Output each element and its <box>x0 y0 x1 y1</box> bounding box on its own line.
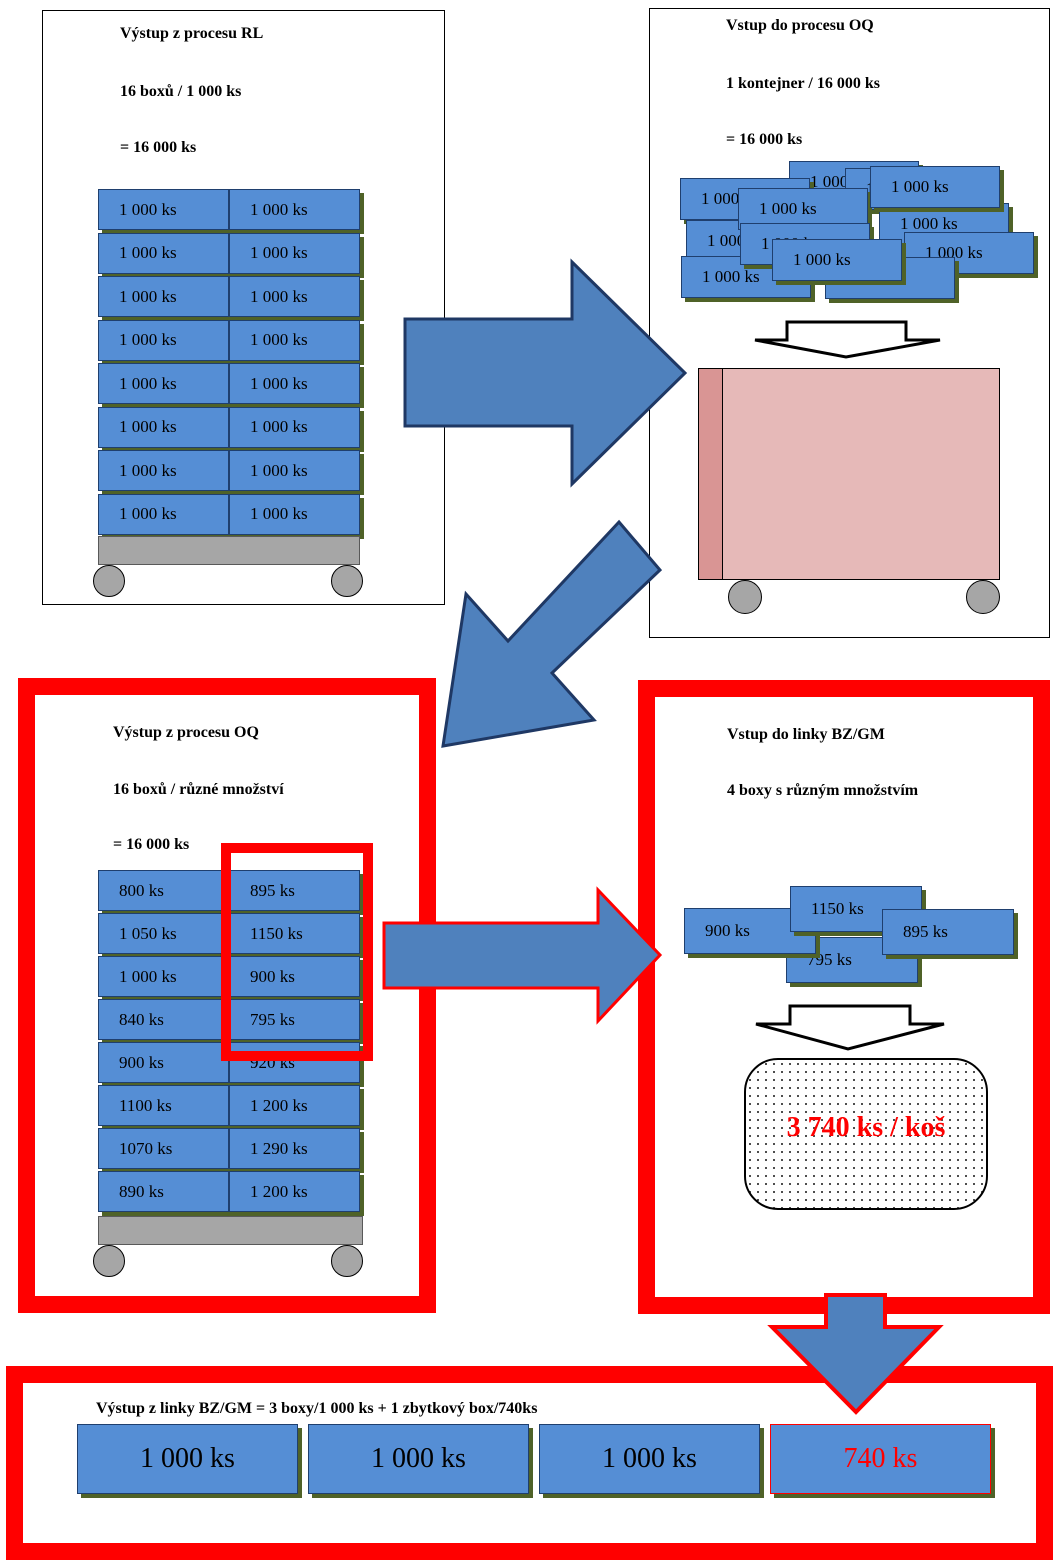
oq-output-box: 1 290 ks <box>229 1128 360 1169</box>
rl-box: 1 000 ks <box>229 189 360 230</box>
panel-line-input-title: Vstup do linky BZ/GM <box>727 726 885 743</box>
oq-out-cart-platform <box>98 1216 363 1245</box>
oq-output-box: 1100 ks <box>98 1085 229 1126</box>
panel-line-input-count: 4 boxy s různým množstvím <box>727 782 919 799</box>
rl-box: 1 000 ks <box>98 232 229 274</box>
rl-box: 1 000 ks <box>98 493 229 535</box>
line-output-box: 1 000 ks <box>308 1424 529 1494</box>
oq-output-box: 1 200 ks <box>229 1171 360 1212</box>
panel-rl-title: Výstup z procesu RL <box>120 25 264 42</box>
line-input-box: 895 ks <box>882 909 1014 955</box>
rl-box: 1 000 ks <box>98 363 229 404</box>
oq-output-box: 1 200 ks <box>229 1085 360 1126</box>
rl-cart-platform <box>98 536 360 565</box>
basket-funnel-arrow-icon <box>755 1004 945 1051</box>
oq-container-wheel-left <box>728 580 762 614</box>
panel-rl-total: = 16 000 ks <box>120 139 197 156</box>
oq-output-box: 840 ks <box>98 999 229 1040</box>
rl-box: 1 000 ks <box>229 450 360 491</box>
panel-oq-input-count: 1 kontejner / 16 000 ks <box>726 75 880 92</box>
line-input-box: 900 ks <box>684 908 816 954</box>
rl-box: 1 000 ks <box>229 363 360 404</box>
oq-output-box: 1070 ks <box>98 1128 229 1169</box>
oq-output-box: 890 ks <box>98 1171 229 1212</box>
panel-oq-input-title: Vstup do procesu OQ <box>726 17 874 34</box>
rl-box: 1 000 ks <box>98 189 229 230</box>
arrow-down-bottom-icon <box>767 1293 944 1415</box>
rl-box: 1 000 ks <box>229 319 360 361</box>
oq-output-box: 795 ks <box>229 999 360 1040</box>
basket: 3 740 ks / koš <box>744 1058 988 1210</box>
panel-rl-count: 16 boxů / 1 000 ks <box>120 83 242 100</box>
arrow-down-left-icon <box>441 519 663 748</box>
oq-output-box: 1 000 ks <box>98 956 229 997</box>
panel-oq-output-total: = 16 000 ks <box>113 836 190 853</box>
oq-container-side <box>699 369 723 579</box>
rl-box: 1 000 ks <box>98 406 229 448</box>
selected-boxes-highlight <box>221 843 373 1061</box>
rl-box: 1 000 ks <box>229 232 360 274</box>
rl-box: 1 000 ks <box>229 493 360 535</box>
rl-box: 1 000 ks <box>229 406 360 448</box>
panel-oq-input-total: = 16 000 ks <box>726 131 803 148</box>
arrow-right-top-icon <box>403 258 688 488</box>
line-output-remainder-box: 740 ks <box>770 1424 991 1494</box>
basket-label: 3 740 ks / koš <box>786 1112 946 1143</box>
rl-box: 1 000 ks <box>98 276 229 317</box>
oq-out-cart-wheel-right <box>331 1245 363 1277</box>
oq-output-box: 1150 ks <box>229 913 360 954</box>
arrow-right-middle-icon <box>382 886 663 1025</box>
oq-container-wheel-right <box>966 580 1000 614</box>
line-output-box: 1 000 ks <box>77 1424 298 1494</box>
rl-box: 1 000 ks <box>229 276 360 317</box>
oq-output-box: 895 ks <box>229 870 360 911</box>
panel-oq-output-title: Výstup z procesu OQ <box>113 724 259 741</box>
panel-oq-output-count: 16 boxů / různé množství <box>113 781 284 798</box>
rl-cart-wheel-left <box>93 565 125 597</box>
oq-out-cart-wheel-left <box>93 1245 125 1277</box>
oq-pile-box: 1 000 ks <box>772 239 902 281</box>
container-funnel-arrow-icon <box>754 320 941 359</box>
oq-output-box: 900 ks <box>98 1042 229 1083</box>
line-output-box: 1 000 ks <box>539 1424 760 1494</box>
panel-line-output-title: Výstup z linky BZ/GM = 3 boxy/1 000 ks +… <box>96 1400 538 1417</box>
rl-box: 1 000 ks <box>98 319 229 361</box>
rl-cart-wheel-right <box>331 565 363 597</box>
oq-container <box>698 368 1000 580</box>
oq-output-box: 900 ks <box>229 956 360 997</box>
oq-pile-box: 1 000 ks <box>870 166 1000 208</box>
oq-output-box: 1 050 ks <box>98 913 229 954</box>
rl-box: 1 000 ks <box>98 450 229 491</box>
